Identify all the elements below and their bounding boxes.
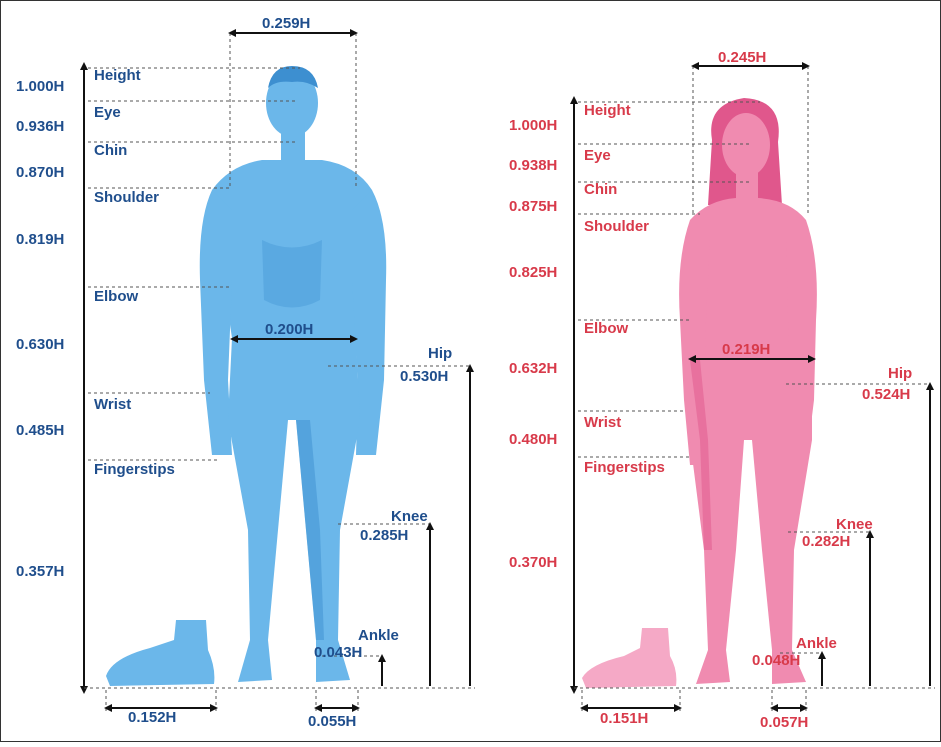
male-hip-height: 0.530H <box>400 368 448 385</box>
female-hip-width: 0.219H <box>722 341 770 358</box>
female-knee-label: Knee <box>836 516 873 533</box>
female-landmark-elbow: Elbow <box>584 320 628 337</box>
male-landmark-elbow: Elbow <box>94 288 138 305</box>
male-neck <box>281 130 305 160</box>
female-landmark-shoulder: Shoulder <box>584 218 649 235</box>
female-landmark-chin: Chin <box>584 181 617 198</box>
female-ratio-wrist: 0.480H <box>509 431 557 448</box>
male-foot-length: 0.152H <box>128 709 176 726</box>
female-landmark-wrist: Wrist <box>584 414 621 431</box>
male-ratio-chin: 0.870H <box>16 164 64 181</box>
male-ratio-eye: 0.936H <box>16 118 64 135</box>
male-ankle-height: 0.043H <box>314 644 362 661</box>
male-ratio-shoulder: 0.819H <box>16 231 64 248</box>
male-landmark-fingertips: Fingerstips <box>94 461 175 478</box>
male-landmark-wrist: Wrist <box>94 396 131 413</box>
male-foot-width: 0.055H <box>308 713 356 730</box>
female-ratio-height: 1.000H <box>509 117 557 134</box>
male-ratio-fingertips: 0.357H <box>16 563 64 580</box>
male-landmark-eye: Eye <box>94 104 121 121</box>
female-ratio-chin: 0.875H <box>509 198 557 215</box>
female-landmark-fingertips: Fingerstips <box>584 459 665 476</box>
male-ratio-wrist: 0.485H <box>16 422 64 439</box>
male-ankle-label: Ankle <box>358 627 399 644</box>
male-landmark-height: Height <box>94 67 141 84</box>
female-ankle-height: 0.048H <box>752 652 800 669</box>
male-ratio-height: 1.000H <box>16 78 64 95</box>
female-foot-length: 0.151H <box>600 710 648 727</box>
female-hip-height: 0.524H <box>862 386 910 403</box>
female-ratio-eye: 0.938H <box>509 157 557 174</box>
female-hip-label: Hip <box>888 365 912 382</box>
male-hip-label: Hip <box>428 345 452 362</box>
male-knee-label: Knee <box>391 508 428 525</box>
female-ankle-label: Ankle <box>796 635 837 652</box>
female-head-width: 0.245H <box>718 49 766 66</box>
female-neck <box>736 172 758 200</box>
male-abs <box>262 240 322 308</box>
male-head-width: 0.259H <box>262 15 310 32</box>
female-foot-width: 0.057H <box>760 714 808 731</box>
female-ratio-elbow: 0.632H <box>509 360 557 377</box>
male-landmark-shoulder: Shoulder <box>94 189 159 206</box>
female-landmark-eye: Eye <box>584 147 611 164</box>
female-knee-height: 0.282H <box>802 533 850 550</box>
male-knee-height: 0.285H <box>360 527 408 544</box>
female-ratio-fingertips: 0.370H <box>509 554 557 571</box>
male-ratio-elbow: 0.630H <box>16 336 64 353</box>
female-head <box>722 113 770 177</box>
female-landmark-height: Height <box>584 102 631 119</box>
male-hip-width: 0.200H <box>265 321 313 338</box>
female-ratio-shoulder: 0.825H <box>509 264 557 281</box>
male-landmark-chin: Chin <box>94 142 127 159</box>
